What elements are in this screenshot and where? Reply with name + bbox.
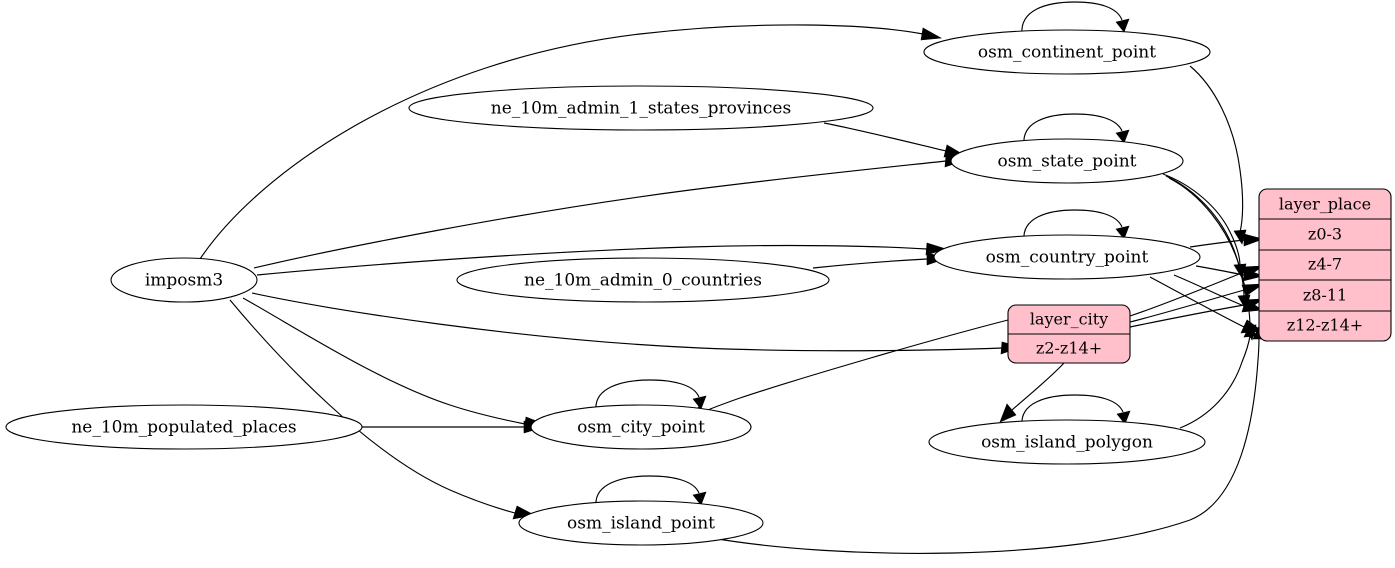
edge-osm-continent-point-to-layer-place-z0-3: [1189, 65, 1247, 245]
edge-self-loop-osm-continent-point: [1021, 1, 1130, 35]
node-imposm3[interactable]: imposm3: [110, 257, 258, 303]
node-osm-country-point[interactable]: osm_country_point: [933, 234, 1201, 280]
record-node-layer-place[interactable]: layer_place z0-3 z4-7 z8-11 z12-z14+: [1258, 188, 1392, 342]
node-osm-city-point[interactable]: osm_city_point: [530, 404, 752, 450]
edge-osm-island-polygon-to-layer-place-z12-z14: [1179, 322, 1257, 429]
edge-self-loop-osm-state-point: [1023, 113, 1130, 145]
edge-layer-city-to-layer-place-z4-7: [1129, 283, 1265, 323]
node-osm-continent-point[interactable]: osm_continent_point: [923, 29, 1211, 75]
node-osm-island-point[interactable]: osm_island_point: [518, 500, 764, 546]
edge-layer-city-to-osm-city-point: [683, 319, 1009, 419]
edge-ne-countries-to-osm-country-point: [812, 252, 949, 269]
node-ne-10m-admin-1-states-provinces[interactable]: ne_10m_admin_1_states_provinces: [408, 85, 874, 131]
edge-self-loop-osm-city-point: [595, 379, 707, 411]
nodes-layer: imposm3 ne_10m_admin_1_states_provinces …: [5, 29, 1211, 546]
node-ne-10m-admin-0-countries[interactable]: ne_10m_admin_0_countries: [456, 257, 830, 303]
node-ne-10m-populated-places[interactable]: ne_10m_populated_places: [5, 404, 363, 450]
edge-osm-country-point-to-layer-place-z0-3: [1189, 233, 1264, 248]
edge-ne-states-to-osm-state-point: [823, 122, 965, 158]
edges-layer: [199, 1, 1266, 554]
edge-self-loop-osm-island-point: [595, 475, 707, 507]
node-osm-island-polygon[interactable]: osm_island_polygon: [928, 419, 1206, 465]
edge-imposm3-to-osm-continent-point: [199, 24, 942, 260]
edge-self-loop-osm-country-point: [1023, 209, 1130, 241]
edge-self-loop-osm-island-polygon: [1021, 394, 1131, 426]
node-osm-state-point[interactable]: osm_state_point: [950, 138, 1184, 184]
edge-layer-city-to-layer-place-z0-3: [1129, 265, 1265, 317]
edge-layer-city-to-layer-place-z8-11: [1129, 298, 1265, 328]
edge-imposm3-to-osm-country-point: [256, 242, 948, 276]
edge-imposm3-to-osm-state-point: [253, 154, 967, 269]
edge-layer-city-to-osm-island-polygon: [999, 362, 1065, 423]
record-node-layer-city[interactable]: layer_city z2-z14+: [1007, 304, 1131, 364]
